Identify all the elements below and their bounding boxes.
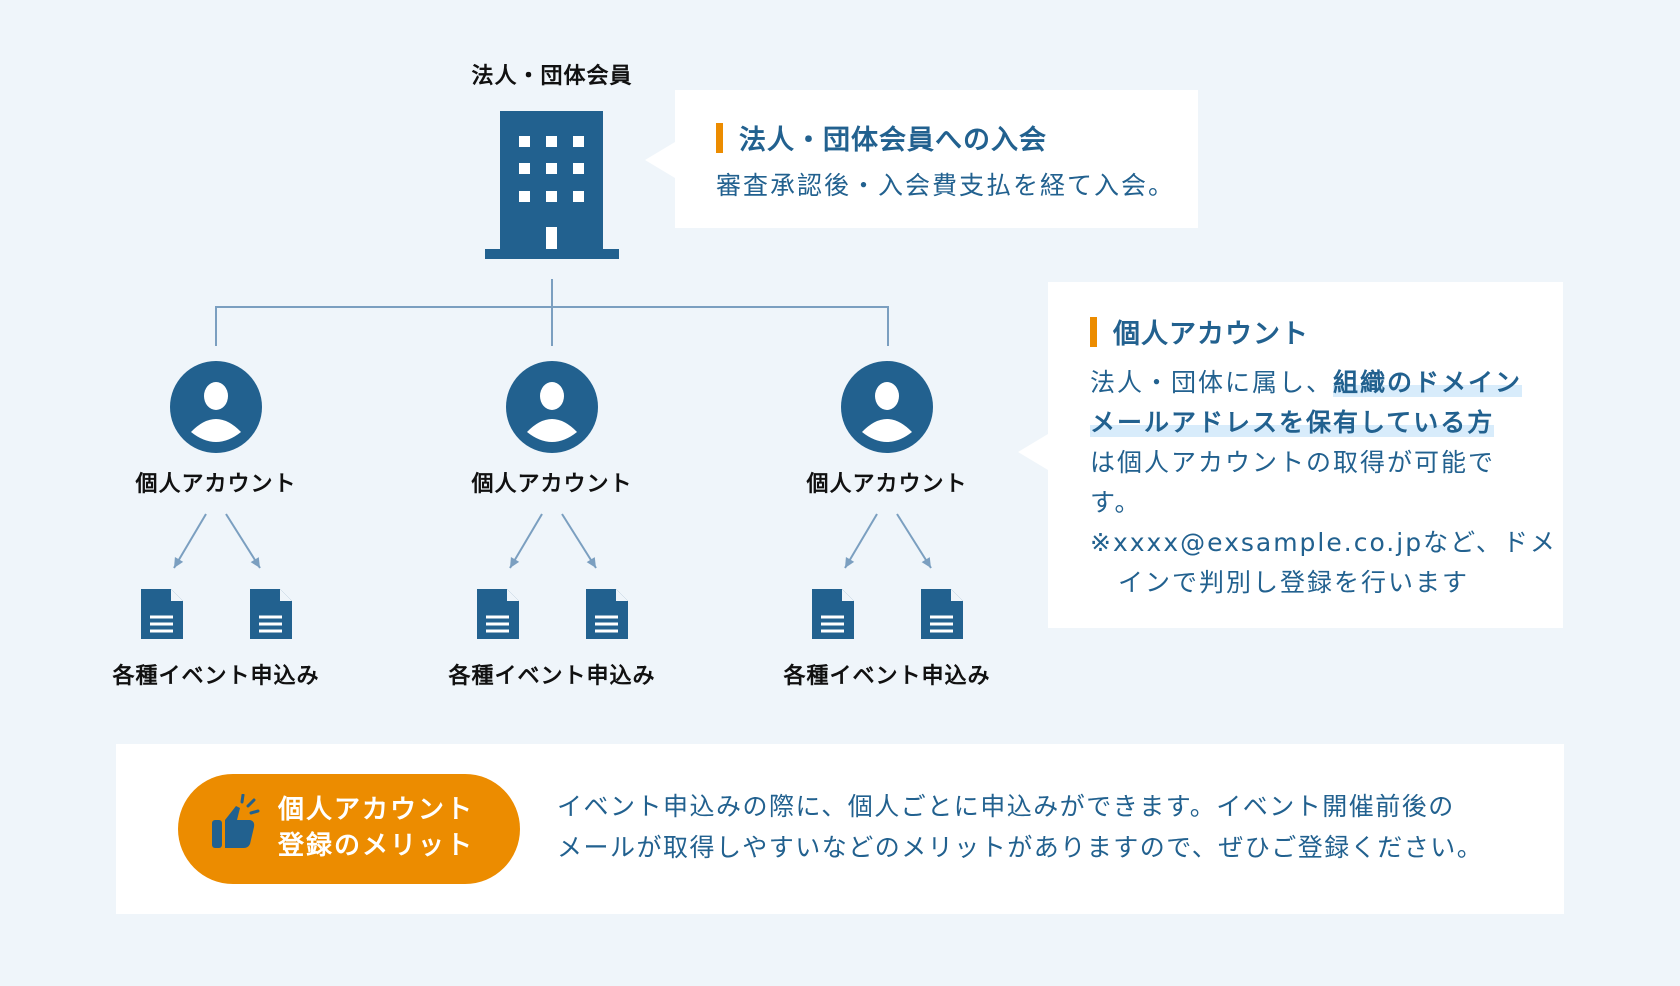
- merit-panel: 個人アカウント 登録のメリット イベント申込みの際に、個人ごとに申込みができます…: [116, 744, 1564, 914]
- bubble-tail: [645, 142, 675, 178]
- arrow: [173, 513, 207, 569]
- account-label: 個人アカウント: [806, 472, 968, 497]
- merit-badge: 個人アカウント 登録のメリット: [178, 774, 520, 884]
- merit-text: イベント申込みの際に、個人ごとに申込みができます。イベント開催前後の: [557, 792, 1455, 821]
- merit-badge-line: 個人アカウント: [278, 795, 475, 825]
- document-icon: [250, 589, 292, 639]
- org-label: 法人・団体会員: [471, 64, 633, 89]
- arrow-head: [586, 557, 596, 568]
- bubble-note: インで判別し登録を行います: [1118, 568, 1470, 597]
- arrow: [225, 513, 261, 569]
- arrow-head: [510, 557, 520, 568]
- merit-text: メールが取得しやすいなどのメリットがありますので、ぜひご登録ください。: [557, 833, 1484, 862]
- person-icon: [506, 361, 598, 453]
- person-icon: [170, 361, 262, 453]
- events-label: 各種イベント申込み: [783, 664, 991, 689]
- arrow: [896, 513, 932, 569]
- bubble-text: す。: [1090, 488, 1142, 517]
- bubble-note: ※xxxx@exsample.co.jpなど、ドメ: [1090, 528, 1557, 557]
- org-bubble-title: 法人・団体会員への入会: [739, 125, 1047, 156]
- account-label: 個人アカウント: [135, 472, 297, 497]
- org-join-bubble: 法人・団体会員への入会 審査承認後・入会費支払を経て入会。: [645, 90, 1198, 228]
- arrow: [509, 513, 543, 569]
- bubble-highlight: 組織のドメイン: [1333, 368, 1523, 397]
- bubble-tail: [1018, 434, 1048, 470]
- document-icon: [812, 589, 854, 639]
- bubble-text: 法人・団体に属し、: [1090, 368, 1334, 397]
- accent-bar: [1090, 316, 1097, 347]
- arrow-head: [921, 557, 931, 568]
- arrow-head: [845, 557, 855, 568]
- document-icon: [586, 589, 628, 639]
- merit-badge-line: 登録のメリット: [278, 831, 475, 861]
- arrow: [561, 513, 597, 569]
- arrow: [844, 513, 878, 569]
- events-label: 各種イベント申込み: [448, 664, 656, 689]
- building-icon: [485, 111, 619, 259]
- document-icon: [921, 589, 963, 639]
- accent-bar: [716, 122, 723, 153]
- arrow-head: [250, 557, 260, 568]
- org-bubble-text: 審査承認後・入会費支払を経て入会。: [716, 171, 1176, 200]
- account-label: 個人アカウント: [471, 472, 633, 497]
- document-icon: [141, 589, 183, 639]
- bubble-text: は個人アカウントの取得が可能で: [1090, 448, 1496, 477]
- account-bubble-title: 個人アカウント: [1113, 319, 1309, 350]
- arrow-head: [174, 557, 184, 568]
- bubble-highlight: メールアドレスを保有している方: [1090, 408, 1495, 437]
- thumbs-up-icon: [212, 794, 260, 848]
- account-bubble: 個人アカウント 法人・団体に属し、組織のドメイン メールアドレスを保有している方…: [1018, 282, 1563, 628]
- events-label: 各種イベント申込み: [112, 664, 320, 689]
- document-icon: [477, 589, 519, 639]
- person-icon: [841, 361, 933, 453]
